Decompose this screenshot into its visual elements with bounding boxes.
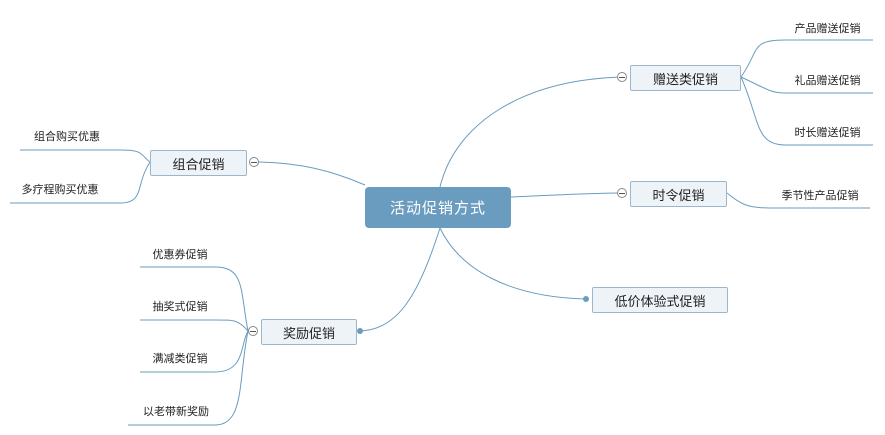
connector-reward-4 [128,330,249,426]
connector-root-lowprice [439,227,586,300]
leaf-discount[interactable]: 满减类促销 [152,352,208,365]
branch-combo-promotion[interactable]: 组合促销 [150,150,247,176]
leaf-seasonal-product[interactable]: 季节性产品促销 [781,189,859,202]
root-node[interactable]: 活动促销方式 [365,187,511,228]
connector-gift-1 [740,39,873,78]
leaf-multi-course[interactable]: 多疗程购买优惠 [21,183,99,196]
leaf-referral[interactable]: 以老带新奖励 [143,405,209,418]
branch-seasonal-promotion[interactable]: 时令促销 [630,181,727,207]
connector-gift-3 [740,76,873,146]
leaf-lottery[interactable]: 抽奖式促销 [152,300,208,313]
connector-root-gift [439,76,623,188]
leaf-combo-purchase[interactable]: 组合购买优惠 [34,130,100,143]
expand-dot-lowprice[interactable] [583,296,589,302]
leaf-present-gift[interactable]: 礼品赠送促销 [794,74,861,87]
connector-gift-2 [740,76,873,94]
connector-combo-2 [10,161,151,204]
branch-gift-promotion[interactable]: 赠送类促销 [630,65,741,91]
connector-reward-1 [140,266,249,332]
connector-root-combo [258,161,366,186]
branch-reward-promotion[interactable]: 奖励促销 [261,319,357,345]
connector-reward-3 [140,330,249,373]
connector-seasonal-1 [726,192,870,209]
expand-dot-reward[interactable] [357,328,363,334]
branch-lowprice-trial[interactable]: 低价体验式促销 [592,287,728,313]
leaf-product-gift[interactable]: 产品赠送促销 [794,22,861,35]
collapse-toggle-gift[interactable] [617,72,627,82]
leaf-coupon[interactable]: 优惠券促销 [152,248,208,261]
connector-root-seasonal [510,192,623,198]
connector-root-reward [359,227,441,332]
connector-combo-1 [20,149,151,163]
connector-reward-2 [140,319,249,332]
collapse-toggle-seasonal[interactable] [617,188,627,198]
collapse-toggle-combo[interactable] [249,157,259,167]
collapse-toggle-reward[interactable] [248,326,258,336]
leaf-duration-gift[interactable]: 时长赠送促销 [794,126,861,139]
